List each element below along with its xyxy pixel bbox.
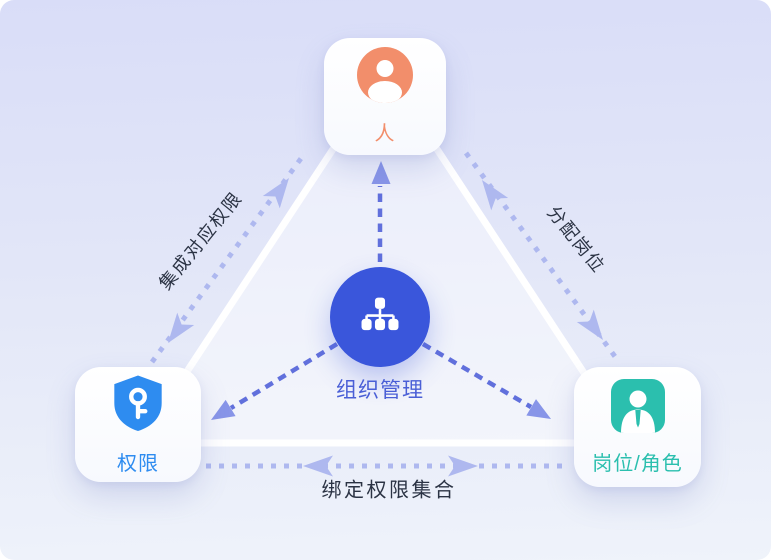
node-role-label: 岗位/角色 (592, 452, 683, 475)
node-org-management (330, 267, 430, 367)
arrowhead-icon (482, 180, 509, 211)
shield-key-icon (109, 373, 167, 438)
arrowhead-icon (371, 161, 391, 184)
arrowhead-icon (262, 178, 289, 209)
person-avatar-icon (357, 47, 413, 108)
node-person: 人 (324, 38, 446, 155)
arrowhead-icon (448, 455, 478, 477)
arrowhead-icon (303, 455, 333, 477)
edge-label-bind-permission-set: 绑定权限集合 (321, 479, 457, 502)
inner-arrowheads (211, 161, 551, 420)
arrowhead-icon (211, 399, 236, 420)
node-person-label: 人 (374, 123, 396, 145)
arrowhead-icon (576, 309, 603, 340)
arrowhead-icon (526, 399, 551, 419)
center-to-role-line (421, 342, 533, 409)
org-chart-icon (352, 287, 408, 348)
outer-arrowheads (168, 178, 603, 477)
id-badge-person-icon (610, 378, 665, 438)
node-permission: 权限 (75, 367, 201, 482)
arrowhead-icon (168, 312, 195, 343)
node-permission-label: 权限 (117, 453, 159, 475)
center-to-permission-line (229, 342, 339, 410)
node-org-management-label: 组织管理 (336, 379, 424, 402)
node-role: 岗位/角色 (574, 367, 701, 487)
triangle-band (136, 66, 634, 447)
